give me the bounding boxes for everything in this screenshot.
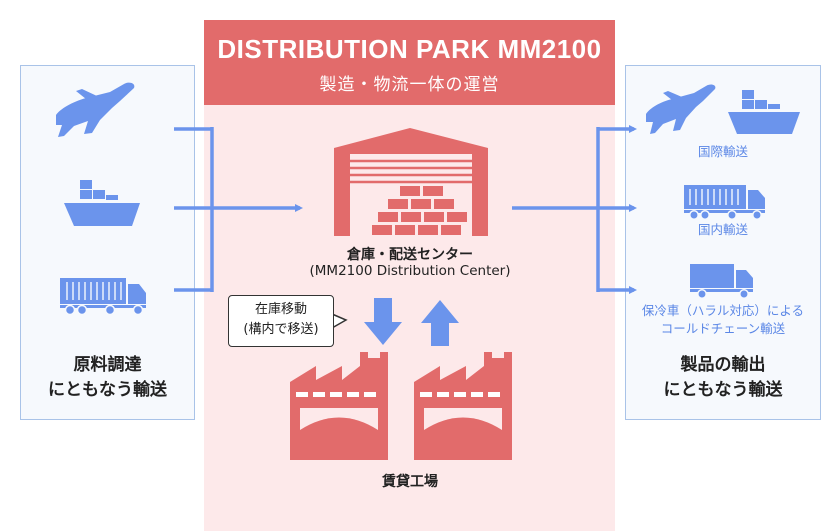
right-caption-line2: にともなう輸送 xyxy=(663,380,783,400)
factory-icon-left xyxy=(290,352,388,460)
header-banner: DISTRIBUTION PARK MM2100 製造・物流一体の運営 xyxy=(204,20,615,105)
airplane-icon xyxy=(56,82,135,137)
left-caption-line2: にともなう輸送 xyxy=(48,380,167,400)
left-caption-line1: 原料調達 xyxy=(73,355,142,375)
cold-chain-label: 保冷車（ハラル対応）による コールドチェーン輸送 xyxy=(625,302,821,338)
up-arrow-icon xyxy=(421,300,459,346)
right-caption: 製品の輸出 にともなう輸送 xyxy=(625,353,821,403)
down-arrow-icon xyxy=(364,298,402,345)
bubble-line2: (構内で移送) xyxy=(243,322,319,337)
container-truck-icon xyxy=(60,278,146,316)
left-caption: 原料調達 にともなう輸送 xyxy=(20,353,195,403)
cargo-ship-icon-right xyxy=(728,90,800,134)
container-truck-icon-right xyxy=(684,185,765,220)
warehouse-label: 倉庫・配送センター xyxy=(347,247,473,263)
cargo-ship-icon xyxy=(64,180,140,226)
left-connector-lines xyxy=(174,127,303,292)
right-connector-lines xyxy=(512,125,637,294)
right-caption-line1: 製品の輸出 xyxy=(680,355,766,375)
bubble-line1: 在庫移動 xyxy=(254,302,307,317)
refrigerated-truck-icon xyxy=(690,264,753,299)
domestic-label: 国内輸送 xyxy=(697,222,748,237)
international-label: 国際輸送 xyxy=(697,144,748,159)
cold-chain-line1: 保冷車（ハラル対応）による xyxy=(641,303,805,318)
page-subtitle: 製造・物流一体の運営 xyxy=(319,75,500,95)
warehouse-label-en: (MM2100 Distribution Center) xyxy=(309,263,511,279)
center-panel xyxy=(204,20,615,531)
inventory-move-bubble: 在庫移動 (構内で移送) xyxy=(228,295,334,347)
warehouse-icon xyxy=(334,128,488,236)
bubble-tail xyxy=(331,313,348,329)
factory-icon-right xyxy=(414,352,512,460)
left-panel xyxy=(20,65,195,420)
page-title: DISTRIBUTION PARK MM2100 xyxy=(217,34,602,64)
cold-chain-line2: コールドチェーン輸送 xyxy=(660,321,786,336)
factory-label: 賃貸工場 xyxy=(382,474,438,490)
airplane-icon-right xyxy=(646,84,716,134)
